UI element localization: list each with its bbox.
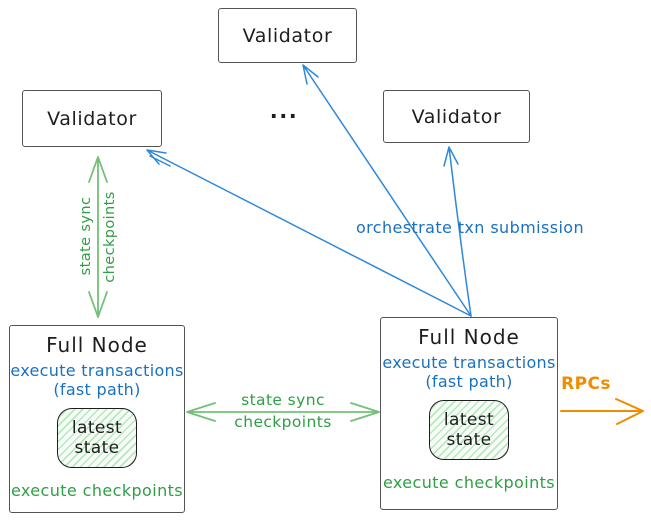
- full-node-box-left: Full Node execute transactions (fast pat…: [9, 325, 185, 513]
- validator-label: Validator: [411, 105, 502, 128]
- latest-state-line2: state: [446, 430, 492, 450]
- fast-path-label: (fast path): [425, 372, 513, 391]
- latest-state-line1: latest: [443, 410, 495, 430]
- horizontal-state-sync-label-line1: state sync: [241, 391, 325, 409]
- fast-path-label: (fast path): [53, 380, 141, 399]
- horizontal-state-sync-label-line2: checkpoints: [234, 413, 332, 431]
- validator-box-right: Validator: [383, 90, 530, 143]
- vertical-state-sync-label-line2: checkpoints: [102, 191, 118, 283]
- full-node-box-right: Full Node execute transactions (fast pat…: [380, 317, 558, 510]
- orchestrate-txn-submission-label: orchestrate txn submission: [355, 218, 585, 237]
- latest-state-line2: state: [74, 438, 120, 458]
- validator-label: Validator: [47, 107, 137, 130]
- validators-ellipsis: ...: [269, 99, 299, 123]
- latest-state-line1: latest: [71, 418, 123, 438]
- validator-box-left: Validator: [22, 90, 162, 147]
- full-node-title: Full Node: [46, 333, 148, 357]
- exec-transactions-label: execute transactions: [10, 361, 184, 380]
- exec-checkpoints-label: execute checkpoints: [382, 473, 556, 492]
- full-node-title: Full Node: [418, 325, 520, 349]
- vertical-state-sync-label-line1: state sync: [78, 196, 94, 276]
- arrow-rpcs: [560, 398, 644, 425]
- latest-state-box: latest state: [57, 408, 137, 468]
- exec-transactions-label: execute transactions: [382, 353, 556, 372]
- latest-state-box: latest state: [429, 400, 509, 460]
- exec-checkpoints-label: execute checkpoints: [10, 481, 184, 500]
- rpcs-label: RPCs: [561, 374, 611, 394]
- validator-box-top: Validator: [218, 8, 357, 63]
- validator-label: Validator: [242, 24, 333, 47]
